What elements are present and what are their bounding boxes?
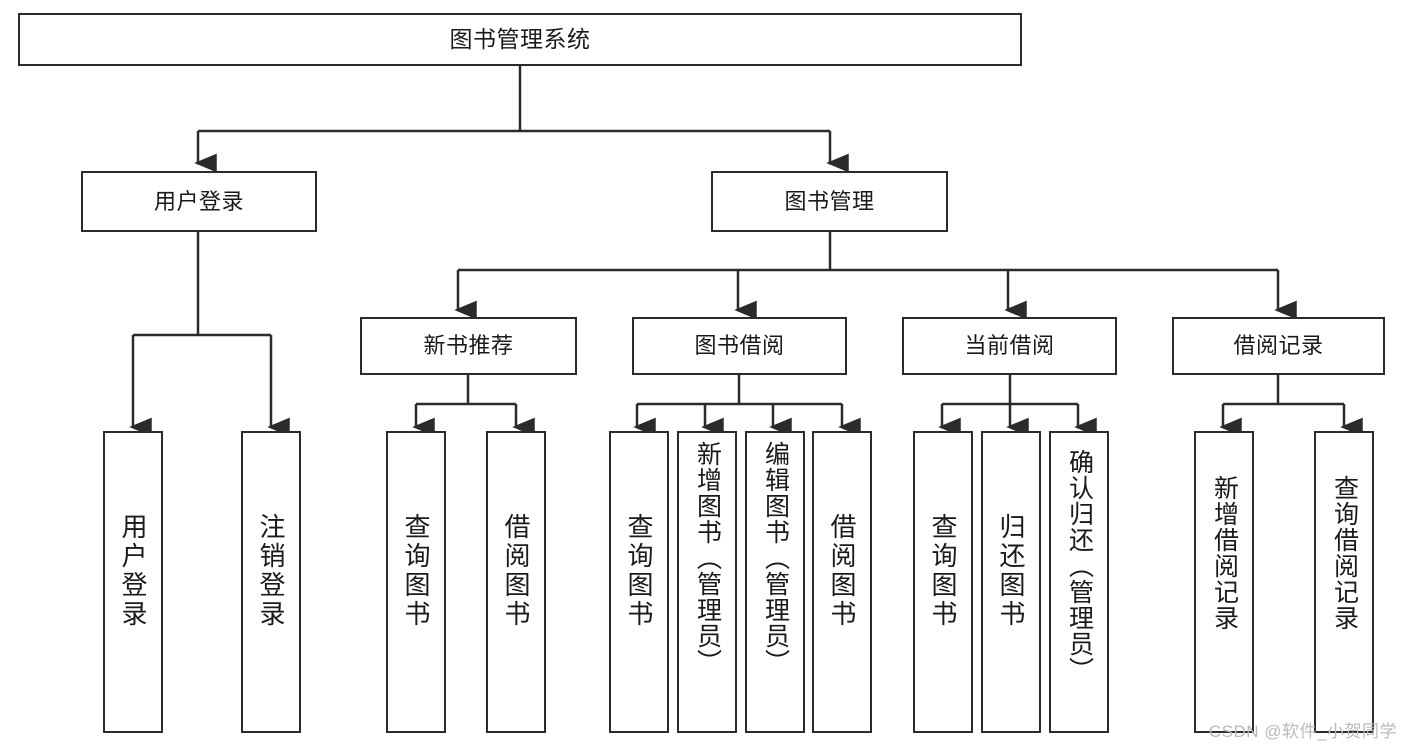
leaf-borrow-records-add-record[interactable]: 新增借阅记录 — [1194, 431, 1254, 733]
node-label: 借阅图书 — [501, 513, 531, 629]
leaf-new-book-query-books[interactable]: 查询图书 — [386, 431, 446, 733]
node-label: 新增借阅记录 — [1210, 475, 1239, 631]
leaf-book-borrow-add-book-admin[interactable]: 新增图书（管理员） — [677, 431, 737, 733]
leaf-current-borrow-confirm-return-admin[interactable]: 确认归还（管理员） — [1049, 431, 1109, 733]
leaf-book-borrow-edit-book-admin[interactable]: 编辑图书（管理员） — [745, 431, 805, 733]
node-label: 确认归还（管理员） — [1065, 449, 1094, 683]
leaf-user-login-signin[interactable]: 用户登录 — [103, 431, 163, 733]
node-label: 借阅图书 — [827, 513, 857, 629]
node-label: 当前借阅 — [964, 333, 1055, 359]
leaf-book-borrow-query-books[interactable]: 查询图书 — [609, 431, 669, 733]
node-borrow-records[interactable]: 借阅记录 — [1172, 317, 1385, 375]
leaf-current-borrow-return-books[interactable]: 归还图书 — [981, 431, 1041, 733]
node-label: 用户登录 — [153, 188, 244, 214]
node-new-book-recommend[interactable]: 新书推荐 — [360, 317, 577, 375]
node-label: 借阅记录 — [1233, 333, 1324, 359]
node-label: 查询图书 — [624, 513, 654, 629]
node-label: 查询借阅记录 — [1330, 475, 1359, 631]
leaf-book-borrow-borrow-books[interactable]: 借阅图书 — [812, 431, 872, 733]
node-label: 新书推荐 — [423, 333, 514, 359]
node-label: 查询图书 — [928, 513, 958, 629]
node-label: 编辑图书（管理员） — [761, 441, 790, 675]
node-label: 注销登录 — [256, 513, 286, 629]
node-root-book-management-system[interactable]: 图书管理系统 — [18, 13, 1022, 66]
node-book-management[interactable]: 图书管理 — [711, 171, 948, 232]
node-user-login[interactable]: 用户登录 — [81, 171, 317, 232]
node-label: 新增图书（管理员） — [693, 441, 722, 675]
node-label: 查询图书 — [401, 513, 431, 629]
node-label: 图书借阅 — [694, 333, 785, 359]
leaf-new-book-borrow-books[interactable]: 借阅图书 — [486, 431, 546, 733]
node-label: 图书管理 — [784, 188, 875, 214]
csdn-watermark: CSDN @软件_小贺同学 — [1208, 722, 1397, 741]
leaf-current-borrow-query-books[interactable]: 查询图书 — [913, 431, 973, 733]
leaf-borrow-records-query-record[interactable]: 查询借阅记录 — [1314, 431, 1374, 733]
node-label: 图书管理系统 — [449, 26, 591, 53]
node-book-borrow[interactable]: 图书借阅 — [632, 317, 847, 375]
leaf-user-login-signout[interactable]: 注销登录 — [241, 431, 301, 733]
node-label: 归还图书 — [996, 513, 1026, 629]
node-current-borrow[interactable]: 当前借阅 — [902, 317, 1117, 375]
node-label: 用户登录 — [118, 513, 148, 629]
